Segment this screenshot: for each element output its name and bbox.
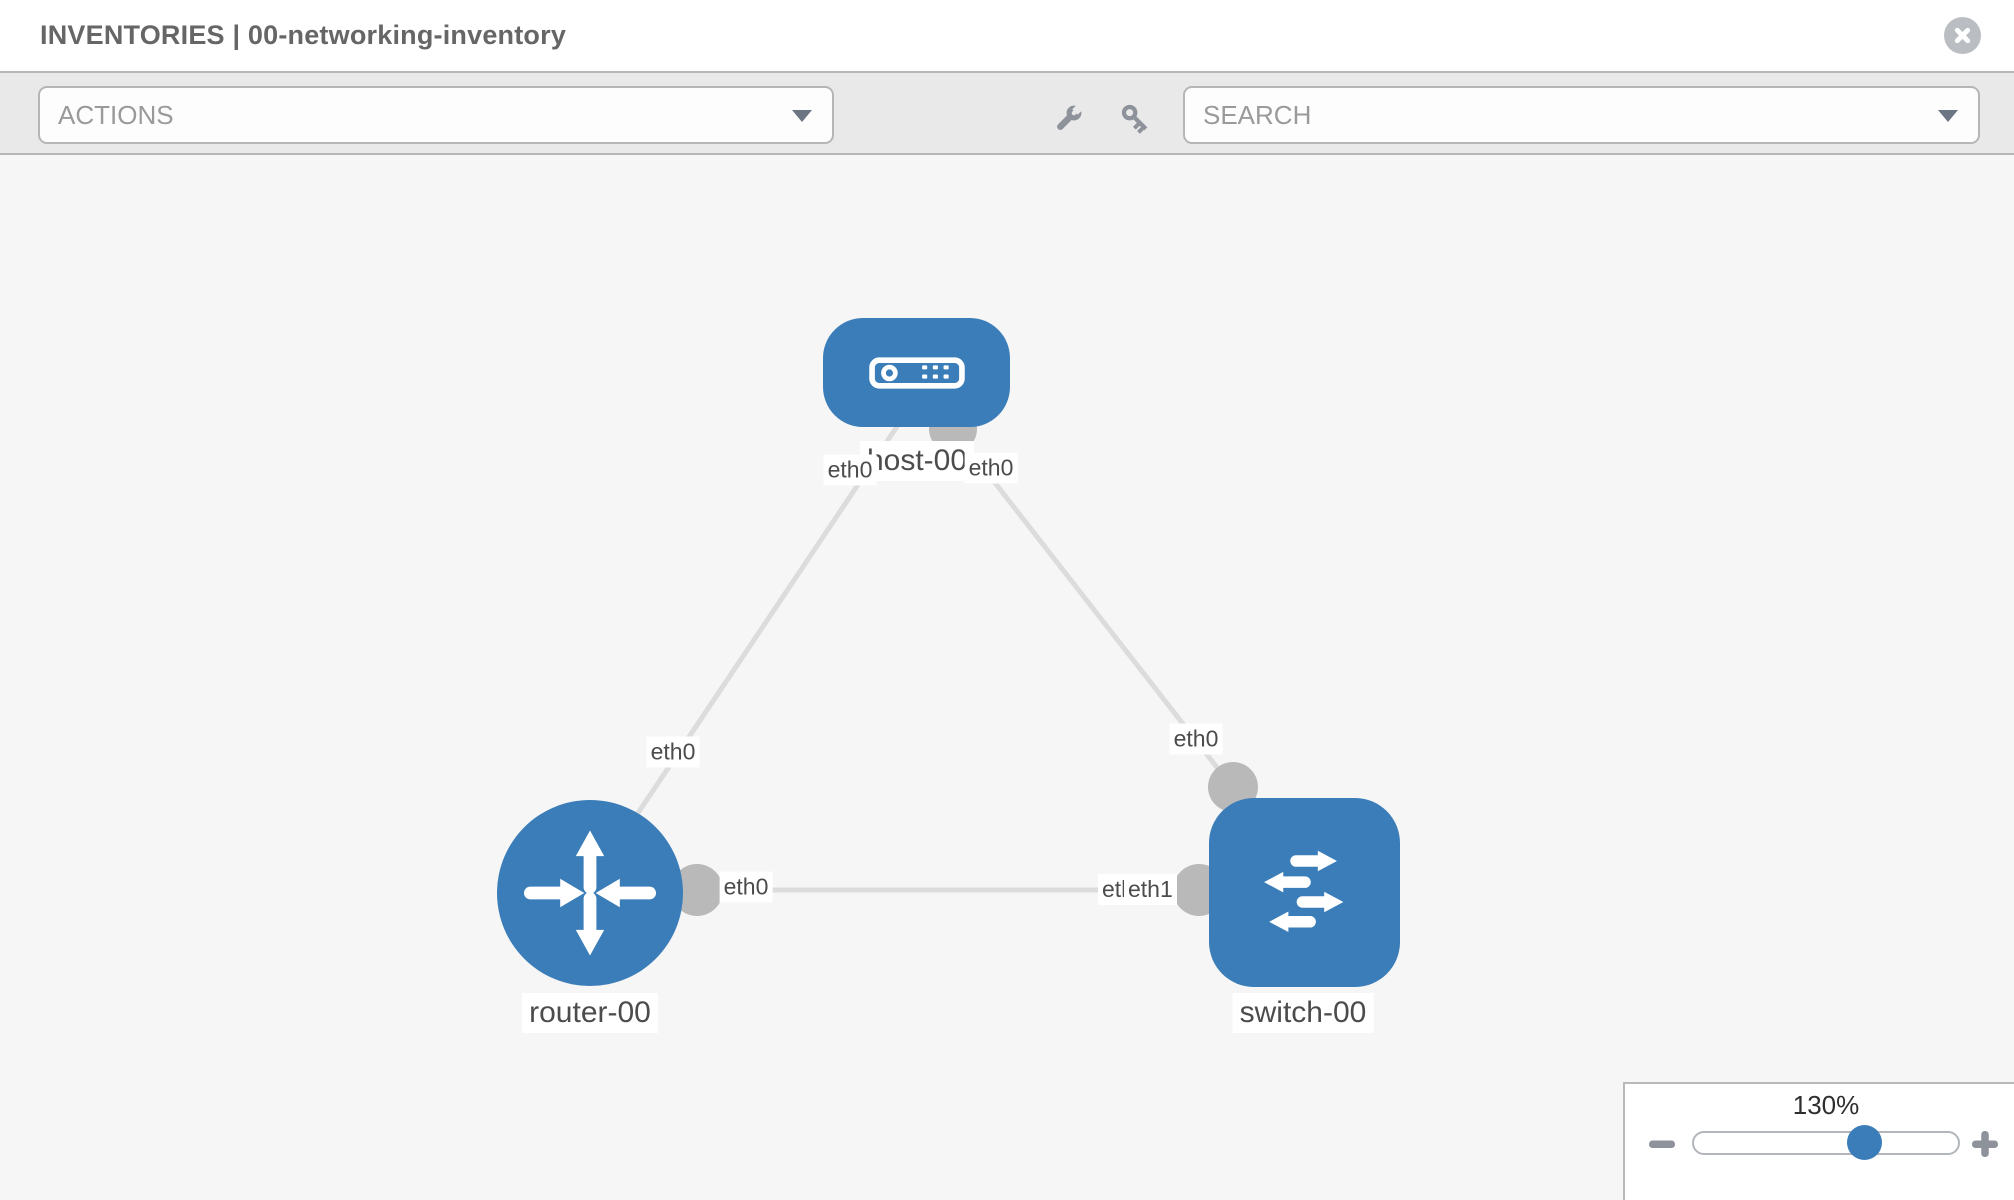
zoom-slider-thumb[interactable] — [1847, 1125, 1882, 1160]
switch-icon — [1263, 850, 1343, 932]
if-label-switch-eth1: eth1 — [1124, 874, 1177, 905]
search-dropdown[interactable]: SEARCH — [1183, 86, 1980, 144]
if-label-router-eth0: eth0 — [719, 871, 773, 903]
zoom-percent: 130% — [1792, 1090, 1860, 1120]
endpoint-router-eth0 — [671, 864, 723, 916]
node-switch-00[interactable] — [1209, 798, 1400, 987]
if-label-host-eth0-right: eth0 — [964, 452, 1018, 484]
close-icon — [1954, 27, 1971, 44]
node-host-00[interactable] — [823, 318, 1010, 427]
node-label-host-00: host-00 — [859, 441, 975, 481]
if-label-router-eth0-uplink: eth0 — [646, 736, 700, 768]
plus-icon — [1972, 1131, 1998, 1157]
minus-icon — [1649, 1140, 1675, 1148]
chevron-down-icon — [792, 110, 812, 122]
wrench-icon — [1057, 103, 1084, 130]
page-title: INVENTORIES | 00-networking-inventory — [40, 20, 567, 50]
toolbar: ACTIONS — [0, 71, 2014, 155]
node-label-router-00: router-00 — [522, 993, 658, 1033]
host-icon — [868, 356, 965, 389]
node-label-switch-00: switch-00 — [1232, 993, 1374, 1033]
zoom-in-button[interactable] — [1969, 1128, 2001, 1160]
actions-dropdown-label: ACTIONS — [58, 100, 174, 130]
if-label-switch-eth0: eth0 — [1169, 723, 1223, 755]
key-button[interactable] — [1118, 101, 1154, 137]
key-icon — [1121, 104, 1148, 134]
zoom-slider-track[interactable] — [1692, 1131, 1960, 1155]
topology-canvas[interactable]: host-00 router-00 switch-00 eth0 eth0 et… — [0, 155, 2014, 1200]
header: INVENTORIES | 00-networking-inventory — [0, 0, 2014, 71]
zoom-out-button[interactable] — [1646, 1128, 1678, 1160]
node-router-00[interactable] — [497, 800, 683, 986]
search-placeholder: SEARCH — [1203, 100, 1312, 130]
links-layer — [625, 405, 1258, 916]
wrench-button[interactable] — [1050, 101, 1086, 137]
zoom-panel: 130% — [1623, 1082, 2014, 1200]
router-icon — [523, 830, 657, 956]
if-label-host-eth0-left: eth0 — [823, 454, 877, 486]
close-button[interactable] — [1944, 17, 1981, 54]
chevron-down-icon — [1938, 110, 1958, 122]
actions-dropdown[interactable]: ACTIONS — [38, 86, 834, 144]
